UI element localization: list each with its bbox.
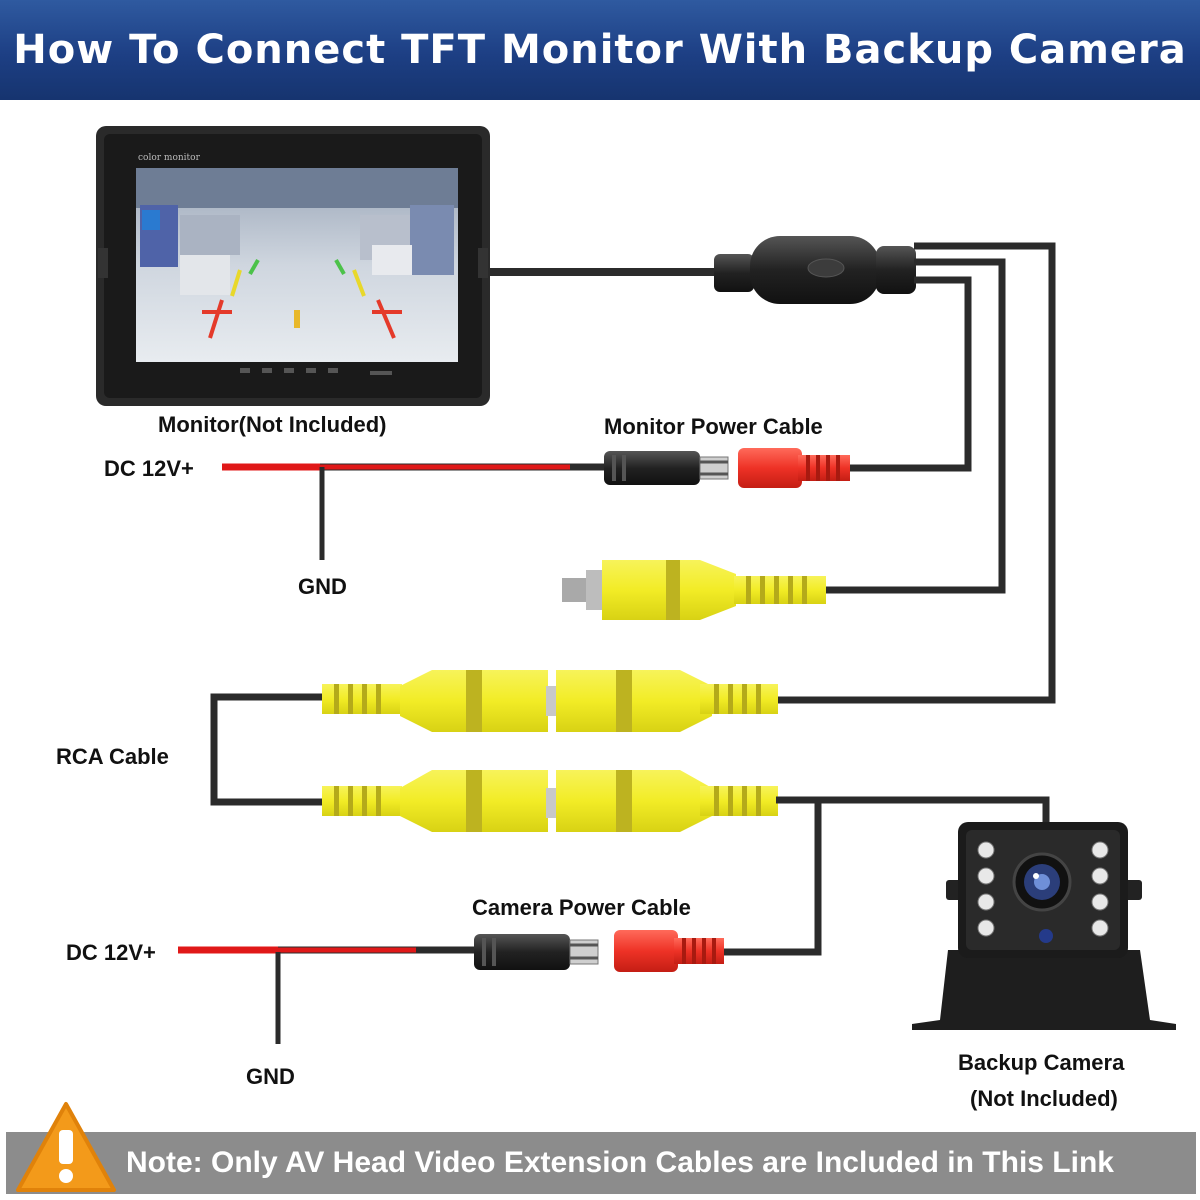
camera-power-cable-label: Camera Power Cable	[472, 895, 691, 920]
rca-coupler-bottom	[322, 770, 778, 832]
svg-text:color monitor: color monitor	[138, 153, 201, 163]
backup-camera-label: Backup Camera	[958, 1050, 1125, 1075]
rca-cable-loop	[210, 693, 330, 806]
camera-wires	[722, 796, 1050, 956]
monitor-power-cable	[222, 448, 850, 560]
footer-note-bar: Note: Only AV Head Video Extension Cable…	[6, 1132, 1196, 1194]
rca-coupler-top	[322, 670, 778, 732]
footer-note-text: Note: Only AV Head Video Extension Cable…	[126, 1146, 1114, 1179]
backup-camera-sublabel: (Not Included)	[970, 1086, 1118, 1111]
dc-12v-bottom-label: DC 12V+	[66, 940, 156, 965]
gnd-bottom-label: GND	[246, 1064, 295, 1089]
dc-12v-top-label: DC 12V+	[104, 456, 194, 481]
monitor-power-cable-label: Monitor Power Cable	[604, 414, 823, 439]
warning-icon	[16, 1102, 116, 1192]
page-title: How To Connect TFT Monitor With Backup C…	[13, 27, 1187, 73]
backup-camera-icon	[912, 822, 1176, 1030]
rca-cable-label: RCA Cable	[56, 744, 169, 769]
head-wires	[776, 242, 1056, 704]
monitor-icon: color monitor	[96, 126, 490, 406]
monitor-label: Monitor(Not Included)	[158, 412, 387, 437]
header-banner: How To Connect TFT Monitor With Backup C…	[0, 0, 1200, 100]
rca-plug-monitor-video	[562, 560, 826, 620]
camera-power-cable	[178, 930, 724, 1044]
gnd-top-label: GND	[298, 574, 347, 599]
wiring-diagram: color monitor	[96, 126, 1176, 1044]
av-head-connector	[714, 236, 916, 304]
